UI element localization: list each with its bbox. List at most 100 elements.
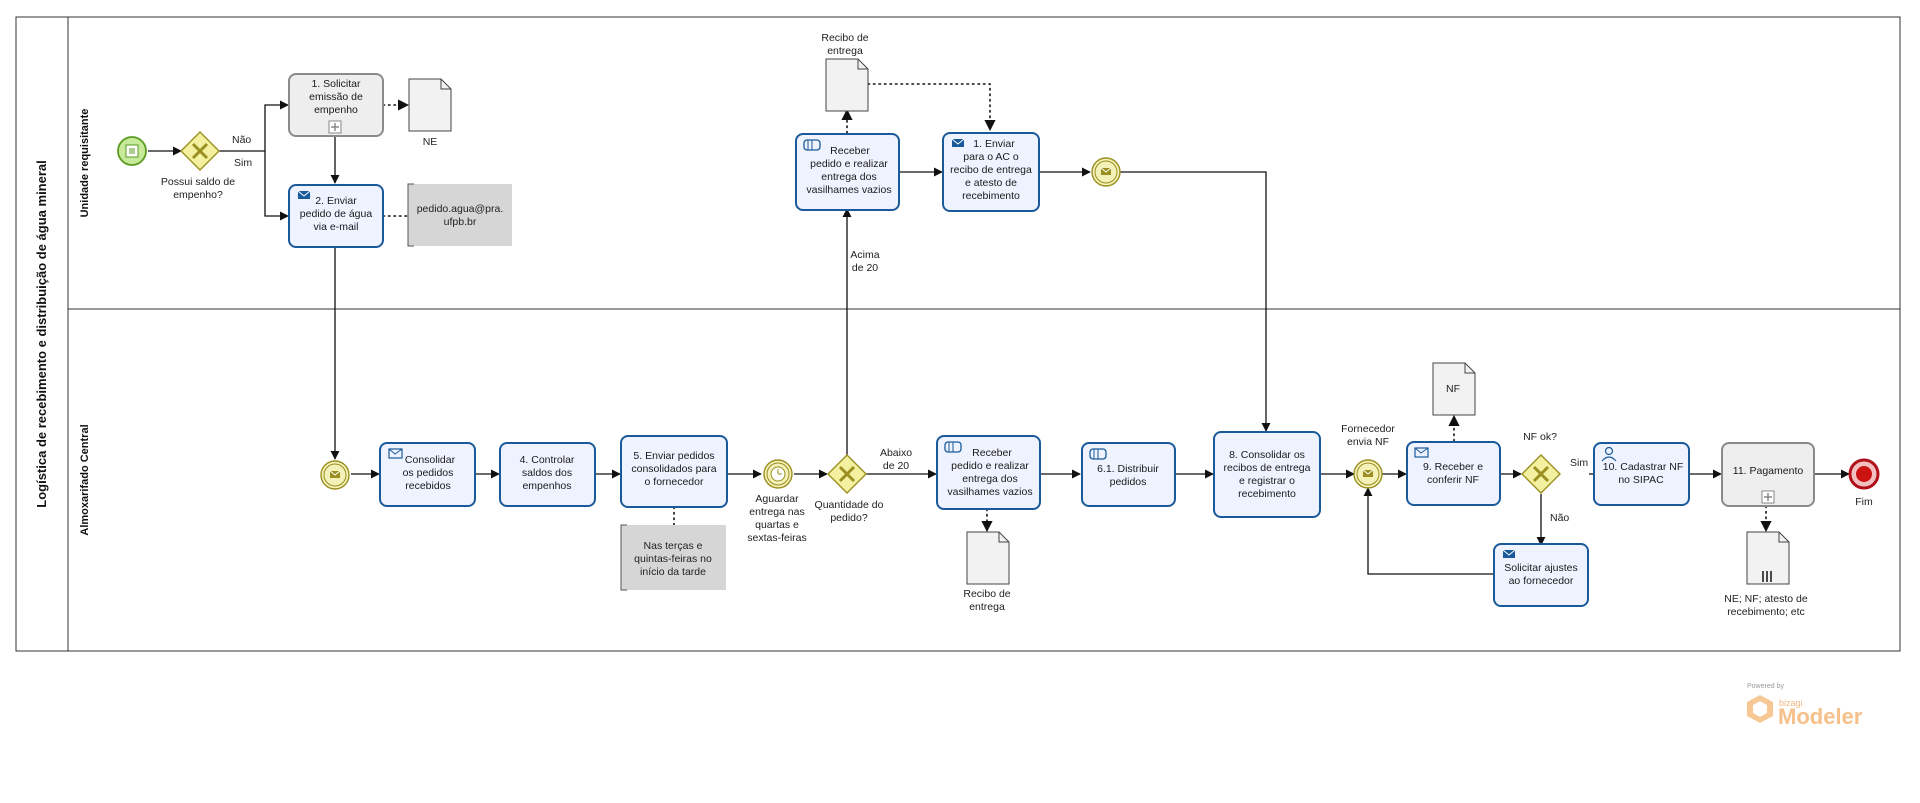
event-label: quartas e xyxy=(755,519,799,531)
bizagi-label: bizagi xyxy=(1779,698,1803,708)
document-recibo-top: Recibo de entrega xyxy=(821,32,869,112)
flow xyxy=(1363,487,1494,575)
start-event[interactable] xyxy=(117,136,147,166)
flow-label-acima: Acima xyxy=(850,249,879,261)
document-recibo-bottom: Recibo de entrega xyxy=(963,531,1011,613)
gateway-nf-ok[interactable]: NF ok? xyxy=(1521,431,1561,494)
task-enviar-recibo-ac[interactable]: 1. Enviar para o AC o recibo de entrega … xyxy=(942,132,1040,212)
plus-icon xyxy=(328,120,342,134)
task-pagamento[interactable]: 11. Pagamento xyxy=(1721,442,1815,507)
modeler-label: Modeler xyxy=(1778,704,1863,729)
task-label: vasilhames vazios xyxy=(806,184,891,196)
task-label: consolidados para xyxy=(631,463,716,475)
gateway-label: Possui saldo de xyxy=(161,176,235,188)
task-label: 4. Controlar xyxy=(520,454,575,466)
task-consolidar-pedidos[interactable]: Consolidar os pedidos recebidos xyxy=(379,442,476,507)
annotation-tercas-quintas: Nas terças e quintas-feiras no início da… xyxy=(620,524,726,591)
envelope-icon xyxy=(329,470,341,478)
task-distribuir-pedidos[interactable]: 6.1. Distribuir pedidos xyxy=(1081,442,1176,507)
task-label: os pedidos xyxy=(403,467,454,479)
task-label: no SIPAC xyxy=(1618,474,1664,486)
event-label: envia NF xyxy=(1347,436,1389,448)
svg-text:NF: NF xyxy=(1446,383,1460,395)
bizagi-watermark: Powered by bizagi Modeler xyxy=(1745,683,1885,733)
pool-title: Logística de recebimento e distribuição … xyxy=(34,160,49,507)
event-label: sextas-feiras xyxy=(747,532,807,544)
task-label: saldos dos xyxy=(522,467,572,479)
event-label: Aguardar xyxy=(755,493,799,505)
flow-label-sim: Sim xyxy=(234,157,252,169)
plus-icon xyxy=(1761,490,1775,504)
task-receber-pedido-bottom[interactable]: Receber pedido e realizar entrega dos va… xyxy=(936,435,1041,510)
envelope-icon xyxy=(1100,167,1112,175)
task-controlar-saldos[interactable]: 4. Controlar saldos dos empenhos xyxy=(499,442,596,507)
task-label: Consolidar xyxy=(405,454,456,466)
task-cadastrar-nf-sipac[interactable]: 10. Cadastrar NF no SIPAC xyxy=(1593,442,1690,506)
bizagi-logo-icon xyxy=(1747,695,1773,723)
envelope-icon xyxy=(1362,469,1374,477)
task-label: recibos de entrega xyxy=(1224,462,1311,474)
task-label: pedido e realizar xyxy=(951,460,1029,472)
flow xyxy=(264,151,289,221)
message-event-fornecedor-nf[interactable]: Fornecedor envia NF xyxy=(1341,423,1395,489)
task-label: para o AC o xyxy=(963,151,1019,163)
end-event[interactable]: Fim xyxy=(1848,458,1880,508)
message-catch-event[interactable] xyxy=(320,460,350,490)
task-label: vasilhames vazios xyxy=(947,486,1032,498)
task-label: entrega dos xyxy=(962,473,1017,485)
task-label: pedido de água xyxy=(300,208,373,220)
message-throw-event[interactable] xyxy=(1091,157,1121,187)
task-label: empenho xyxy=(314,104,358,116)
gateway-label: NF ok? xyxy=(1523,431,1557,443)
annotation-email: pedido.agua@pra. ufpb.br xyxy=(407,183,512,247)
event-label: Fornecedor xyxy=(1341,423,1395,435)
task-enviar-pedido-email[interactable]: 2. Enviar pedido de água via e-mail xyxy=(288,184,384,248)
task-enviar-pedidos-fornecedor[interactable]: 5. Enviar pedidos consolidados para o fo… xyxy=(620,435,728,508)
task-label: 8. Consolidar os xyxy=(1229,449,1305,461)
task-label: Solicitar ajustes xyxy=(1504,562,1578,574)
task-label: recibo de entrega xyxy=(950,164,1032,176)
event-label: entrega nas xyxy=(749,506,804,518)
gateway-saldo[interactable]: Possui saldo de empenho? xyxy=(161,131,235,201)
clock-icon xyxy=(770,466,786,482)
associations xyxy=(382,83,1772,533)
task-label: empenhos xyxy=(522,480,571,492)
task-solicitar-ajustes[interactable]: Solicitar ajustes ao fornecedor xyxy=(1493,543,1589,607)
task-label: 5. Enviar pedidos xyxy=(633,450,714,462)
task-label: recebimento xyxy=(1238,488,1296,500)
task-label: Receber xyxy=(830,145,870,157)
flow-label-acima: de 20 xyxy=(852,262,878,274)
task-label: 10. Cadastrar NF xyxy=(1603,461,1684,473)
hand-icon xyxy=(944,441,962,453)
gateway-label: pedido? xyxy=(830,512,868,524)
task-label: 6.1. Distribuir xyxy=(1097,463,1159,475)
x-gateway-icon xyxy=(1532,465,1550,483)
task-solicitar-empenho[interactable]: 1. Solicitar emissão de empenho xyxy=(288,73,384,137)
svg-text:pedido.agua@pra.: pedido.agua@pra. xyxy=(417,203,504,215)
gateway-label: Quantidade do xyxy=(815,499,884,511)
task-label: o fornecedor xyxy=(645,476,704,488)
task-label: ao fornecedor xyxy=(1509,575,1574,587)
message-icon xyxy=(951,138,965,147)
svg-text:Nas terças e: Nas terças e xyxy=(644,540,703,552)
svg-text:entrega: entrega xyxy=(827,45,863,57)
task-consolidar-recibos[interactable]: 8. Consolidar os recibos de entrega e re… xyxy=(1213,431,1321,518)
hand-icon xyxy=(1089,448,1107,460)
task-receber-conferir-nf[interactable]: 9. Receber e conferir NF xyxy=(1406,441,1501,506)
sequence-flows xyxy=(148,100,1850,575)
powered-by-label: Powered by xyxy=(1747,683,1784,690)
svg-text:NE; NF; atesto de: NE; NF; atesto de xyxy=(1724,593,1808,605)
message-icon xyxy=(297,190,311,199)
gateway-label: empenho? xyxy=(173,189,223,201)
svg-text:recebimento; etc: recebimento; etc xyxy=(1727,606,1805,618)
gateway-quantidade[interactable]: Quantidade do pedido? xyxy=(815,454,884,524)
timer-event[interactable]: Aguardar entrega nas quartas e sextas-fe… xyxy=(747,459,807,544)
task-label: Receber xyxy=(972,447,1012,459)
svg-text:início da tarde: início da tarde xyxy=(640,566,706,578)
message-icon xyxy=(1414,447,1429,458)
task-receber-pedido-top[interactable]: Receber pedido e realizar entrega dos va… xyxy=(795,133,900,211)
task-label: e registrar o xyxy=(1239,475,1295,487)
svg-text:entrega: entrega xyxy=(969,601,1005,613)
svg-text:quintas-feiras no: quintas-feiras no xyxy=(634,553,712,565)
